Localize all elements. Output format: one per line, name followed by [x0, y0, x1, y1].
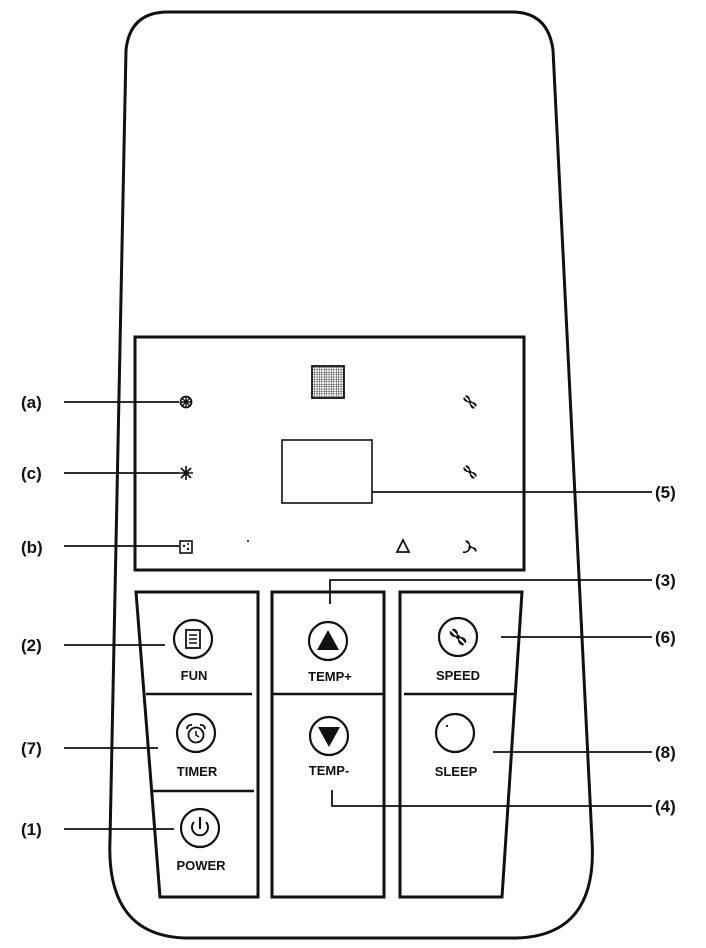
temperature-digit-display — [281, 439, 373, 504]
callout-a: (a) — [21, 393, 42, 412]
moon-icon — [445, 724, 464, 740]
sleep-button[interactable]: SLEEP — [435, 712, 478, 779]
speed-button[interactable]: SPEED — [436, 616, 480, 683]
fun-button-label: FUN — [181, 668, 208, 683]
cool-mode-icon — [179, 395, 193, 409]
fan-low-icon — [462, 540, 477, 554]
temp-down-button-label: TEMP- — [309, 763, 349, 778]
down-triangle-icon — [318, 727, 340, 747]
speed-button-label: SPEED — [436, 668, 480, 683]
callout-c: (c) — [21, 464, 42, 483]
dehumidify-mode-icon — [179, 540, 193, 554]
temp-down-button[interactable]: TEMP- — [309, 715, 349, 778]
timer-button[interactable]: TIMER — [175, 712, 218, 779]
callout-7: (7) — [21, 739, 42, 758]
timer-button-label: TIMER — [177, 764, 218, 779]
heat-mode-icon — [179, 466, 193, 480]
fun-mode-icon — [185, 629, 201, 649]
callout-1: (1) — [21, 820, 42, 839]
fan-medium-icon — [463, 465, 477, 479]
callout-8: (8) — [655, 743, 676, 762]
fun-button[interactable]: FUN — [172, 618, 214, 683]
temp-up-button-label: TEMP+ — [308, 669, 352, 684]
callout-3: (3) — [655, 571, 676, 590]
timer-triangle-icon — [395, 537, 411, 553]
sleep-button-label: SLEEP — [435, 764, 478, 779]
display-panel — [133, 335, 526, 572]
center-button-column — [270, 590, 386, 899]
temp-up-button[interactable]: TEMP+ — [307, 620, 352, 684]
right-button-column — [398, 590, 524, 899]
fan-high-icon — [463, 395, 477, 409]
callout-b: (b) — [21, 538, 43, 557]
power-icon — [191, 817, 209, 837]
remote-body-outline — [108, 10, 594, 940]
callout-6: (6) — [655, 628, 676, 647]
alarm-clock-icon — [186, 724, 206, 744]
left-button-column — [134, 590, 260, 899]
up-triangle-icon — [317, 630, 339, 650]
callout-5: (5) — [655, 483, 676, 502]
power-button[interactable]: POWER — [176, 807, 226, 873]
filter-grid-icon — [311, 365, 345, 399]
callout-2: (2) — [21, 636, 42, 655]
callout-leaders — [64, 401, 652, 830]
sleep-icon — [247, 540, 261, 554]
callout-4: (4) — [655, 797, 676, 816]
power-button-label: POWER — [176, 858, 226, 873]
